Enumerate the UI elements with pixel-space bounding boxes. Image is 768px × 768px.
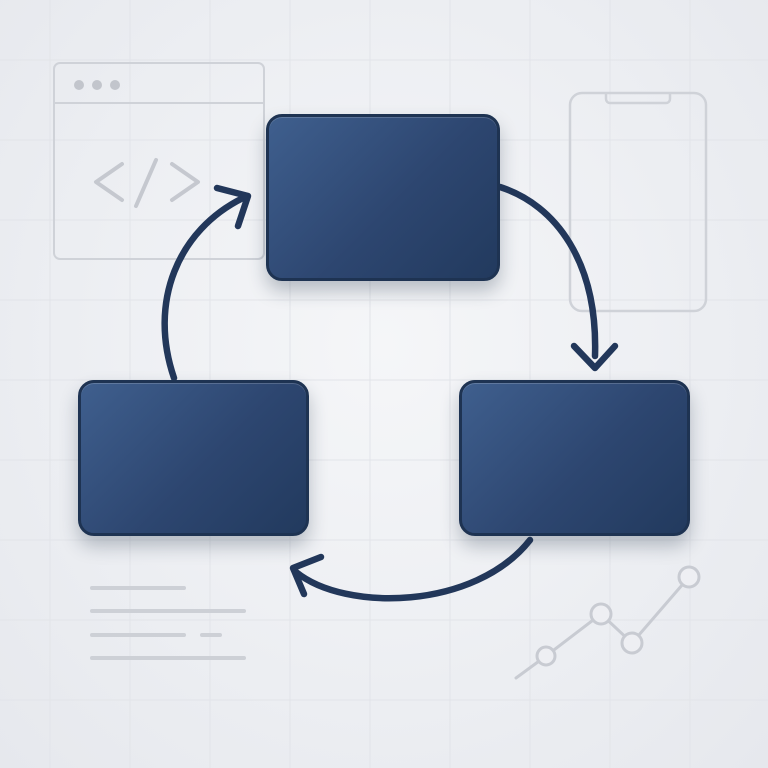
browser-window-decoration: [53, 62, 265, 260]
code-brackets-icon: [94, 158, 200, 208]
smartphone-outline-icon: [568, 91, 708, 313]
arrow-left-to-top: [161, 194, 247, 382]
window-dots: [74, 80, 120, 90]
process-node-right[interactable]: [459, 380, 690, 536]
process-node-left[interactable]: [78, 380, 309, 536]
arrowhead-right-to-left: [289, 553, 325, 598]
arrowhead-top-to-right: [570, 342, 619, 372]
arrow-right-to-left: [292, 536, 534, 602]
process-node-top[interactable]: [266, 114, 500, 281]
arrowhead-left-to-top: [213, 184, 252, 230]
text-lines-icon: [90, 586, 246, 660]
arrow-top-to-right: [496, 183, 599, 360]
trend-line-icon: [514, 565, 701, 680]
